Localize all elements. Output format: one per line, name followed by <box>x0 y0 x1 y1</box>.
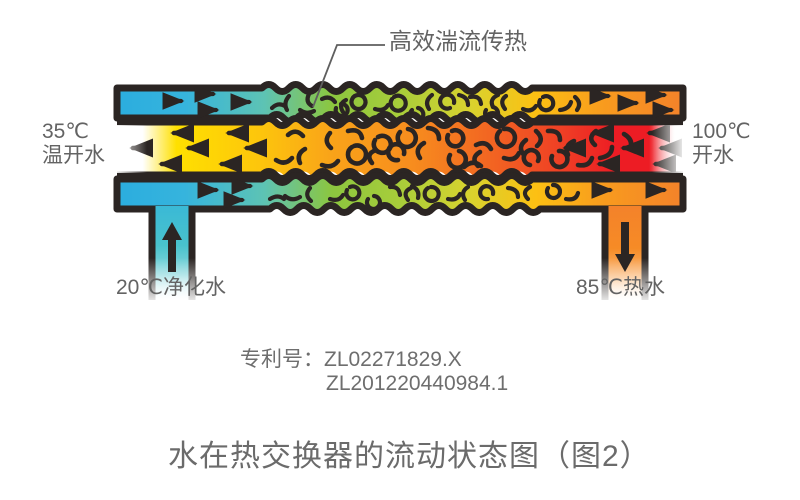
top-flow-arrows <box>162 85 675 119</box>
inlet-direction-arrow <box>162 222 182 272</box>
left-temperature-label: 35℃ 温开水 <box>42 120 105 167</box>
patent-number-2: ZL201220440984.1 <box>326 371 509 395</box>
right-mouth-fade <box>652 125 686 173</box>
outlet-label: 85℃热水 <box>576 276 665 299</box>
right-medium-value: 开水 <box>692 143 734 167</box>
outlet-stem <box>599 206 651 306</box>
patent-number-1: 专利号：ZL02271829.X <box>240 348 462 371</box>
right-temperature-label: 100℃ 开水 <box>692 120 751 167</box>
inner-channel-flow-marks <box>129 123 683 174</box>
left-mouth-fade <box>113 125 147 173</box>
top-turbulence-swirls <box>269 91 582 122</box>
bottom-outer-channel <box>113 172 687 216</box>
inlet-label: 20℃净化水 <box>116 276 226 299</box>
turbulence-label: 高效湍流传热 <box>389 28 527 54</box>
bottom-channel-flow-marks <box>197 177 668 212</box>
figure-caption: 水在热交换器的流动状态图（图2） <box>168 440 651 473</box>
outlet-direction-arrow <box>615 222 635 272</box>
left-medium-value: 温开水 <box>42 143 105 167</box>
turbulence-leader-line <box>312 44 385 108</box>
top-outer-channel <box>113 81 687 125</box>
bottom-turbulence-swirls <box>267 182 581 212</box>
inner-top-wall <box>117 115 683 129</box>
inner-channel <box>117 115 683 182</box>
bottom-flow-arrows <box>197 177 668 209</box>
top-channel-flow-marks <box>162 85 675 122</box>
inner-turbulence-swirls <box>273 125 634 171</box>
inlet-stem <box>146 206 198 306</box>
left-temp-value: 35℃ <box>42 120 89 143</box>
right-temp-value: 100℃ <box>692 120 751 143</box>
top-channel-body <box>113 81 687 125</box>
inner-channel-body <box>117 118 683 179</box>
patent-number-block: 专利号：ZL02271829.X ZL201220440984.1 <box>240 348 508 395</box>
